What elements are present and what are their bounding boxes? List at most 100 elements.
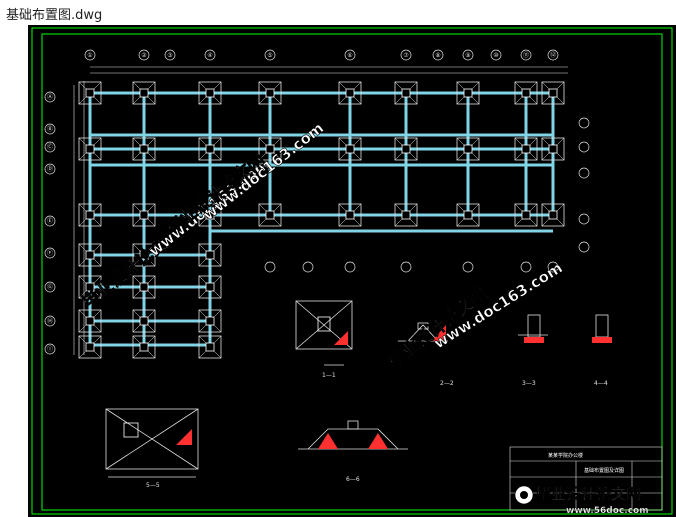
- axis-bubble-top: [344, 49, 356, 61]
- footing: [132, 335, 156, 359]
- column: [85, 144, 95, 154]
- column: [85, 342, 95, 352]
- column: [521, 144, 531, 154]
- footing: [198, 81, 222, 105]
- axis-bubble-bottom: [302, 261, 314, 273]
- axis-label-top: ⑩: [493, 52, 498, 59]
- axis-bubble-left: [44, 163, 56, 175]
- footing: [198, 203, 222, 227]
- footing: [132, 137, 156, 161]
- axis-bubble-top: [84, 49, 96, 61]
- axis-label-top: ①: [87, 52, 92, 59]
- detail-section-2: [398, 322, 448, 342]
- axis-bubble-bottom: [547, 261, 559, 273]
- window-title: 基础布置图.dwg: [6, 8, 103, 23]
- footing: [338, 203, 362, 227]
- axis-bubble-top: [138, 49, 150, 61]
- column: [205, 88, 215, 98]
- column: [205, 250, 215, 260]
- axis-label-top: ⑧: [435, 52, 440, 59]
- title-block: [509, 446, 663, 511]
- column: [85, 316, 95, 326]
- axis-bubble-left: [44, 91, 56, 103]
- footing: [394, 137, 418, 161]
- axis-label-left: Ⓐ: [47, 93, 53, 101]
- footing: [456, 137, 480, 161]
- title-block-project: 某某学院办公楼: [548, 452, 583, 459]
- section-label-4: 4—4: [594, 380, 608, 387]
- footing: [541, 81, 565, 105]
- footing: [541, 203, 565, 227]
- axis-bubble-bottom: [264, 261, 276, 273]
- footing: [338, 137, 362, 161]
- footing: [132, 275, 156, 299]
- footing: [78, 275, 102, 299]
- axis-label-top: ④: [207, 52, 212, 59]
- section-label-6: 6—6: [346, 476, 360, 483]
- axis-label-top: ⑨: [465, 52, 470, 59]
- section-label-5: 5—5: [146, 482, 160, 489]
- axis-label-left: Ⓓ: [47, 165, 53, 173]
- column: [139, 282, 149, 292]
- column: [85, 210, 95, 220]
- footing: [394, 203, 418, 227]
- axis-bubble-top: [400, 49, 412, 61]
- footing: [514, 137, 538, 161]
- footing: [514, 203, 538, 227]
- column: [205, 316, 215, 326]
- footing: [198, 137, 222, 161]
- top-dimension-lines: [73, 66, 568, 355]
- axis-bubble-top: [490, 49, 502, 61]
- column: [463, 144, 473, 154]
- footing: [514, 81, 538, 105]
- footing: [198, 275, 222, 299]
- column: [548, 144, 558, 154]
- footing: [198, 335, 222, 359]
- column: [205, 144, 215, 154]
- footing: [78, 309, 102, 333]
- axis-bubble-left: [44, 123, 56, 135]
- axis-bubble-top: [462, 49, 474, 61]
- title-block-drawing-name: 基础布置图及详图: [584, 467, 624, 474]
- axis-label-top: ⑤: [267, 52, 272, 59]
- axis-label-left: Ⓘ: [47, 345, 53, 353]
- axis-bubble-left: [44, 315, 56, 327]
- footing: [394, 81, 418, 105]
- column: [345, 144, 355, 154]
- column: [401, 144, 411, 154]
- detail-section-1: [295, 300, 353, 366]
- footing: [132, 81, 156, 105]
- axis-label-left: Ⓕ: [47, 249, 53, 257]
- axis-bubble-bottom: [400, 261, 412, 273]
- column: [139, 144, 149, 154]
- column: [401, 88, 411, 98]
- column: [265, 144, 275, 154]
- axis-bubble-left: [44, 343, 56, 355]
- footing-pads: [78, 81, 565, 359]
- axis-label-left: Ⓔ: [47, 217, 53, 225]
- inner-frame: [41, 33, 663, 511]
- axis-bubble-top: [432, 49, 444, 61]
- column: [139, 88, 149, 98]
- column: [205, 210, 215, 220]
- corner-watermark-name: 毕业设计论文网: [536, 485, 641, 503]
- column: [265, 210, 275, 220]
- axis-bubble-top: [547, 49, 559, 61]
- axis-label-top: ⑫: [550, 51, 556, 59]
- detail-section-6: [298, 420, 408, 450]
- window-titlebar: 基础布置图.dwg: [0, 0, 676, 24]
- watermark-cn-2: 毕业设计论文网: [162, 149, 269, 239]
- axis-label-left: Ⓖ: [47, 283, 53, 291]
- axis-bubble-bottom: [462, 261, 474, 273]
- column: [345, 210, 355, 220]
- section-label-2: 2—2: [440, 380, 454, 387]
- axis-bubble-top: [264, 49, 276, 61]
- column: [463, 88, 473, 98]
- outer-frame: [31, 27, 673, 515]
- column: [521, 210, 531, 220]
- detail-section-5: [105, 408, 199, 478]
- detail-section-3: [518, 314, 548, 343]
